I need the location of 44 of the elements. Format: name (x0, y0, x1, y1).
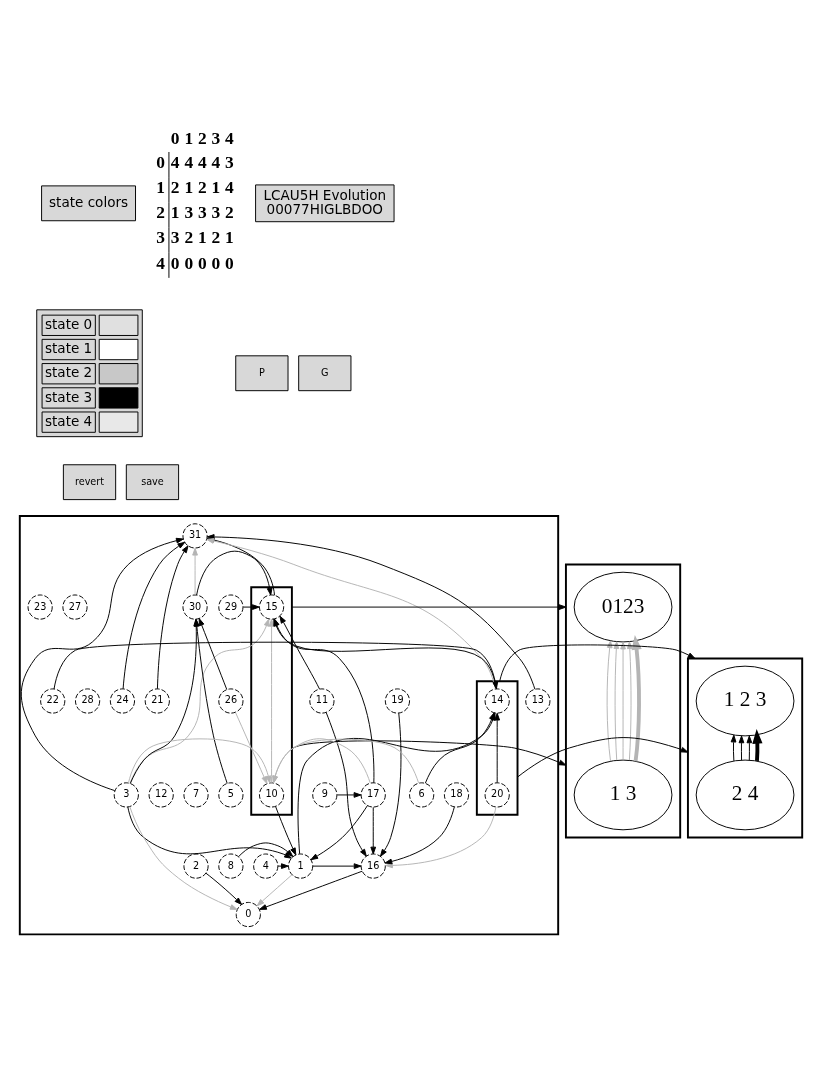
label: 2 (211, 226, 221, 247)
label: P (258, 366, 265, 378)
label: 1 (225, 226, 234, 247)
label: 4 (156, 252, 166, 273)
legend-label: state 2 (44, 363, 93, 380)
label: 0 (170, 127, 180, 148)
label: 1 (211, 176, 221, 197)
label: 3 (156, 226, 166, 247)
label: 1 (197, 226, 207, 247)
label: 1 (156, 176, 166, 197)
label: 3 (211, 201, 221, 222)
label: 0 (225, 252, 234, 273)
label: 1 (184, 127, 194, 148)
label: 4 (225, 176, 234, 197)
label: revert (74, 475, 105, 487)
label: 0 (156, 151, 166, 172)
label: 4 (184, 151, 194, 172)
label: 2 (170, 176, 180, 197)
label: 0 (197, 252, 207, 273)
label: 3 (211, 127, 221, 148)
label: 1 (170, 201, 180, 222)
label: 2 (225, 201, 234, 222)
label: G (321, 366, 329, 378)
label: 0 (211, 252, 221, 273)
legend-label: state 3 (44, 388, 93, 405)
legend-label: state 0 (44, 315, 93, 332)
label: 2 (197, 176, 207, 197)
label: save (141, 475, 164, 487)
label: 3 (170, 226, 180, 247)
label: 0 (184, 252, 194, 273)
label: 2 (197, 127, 207, 148)
label: 4 (170, 151, 180, 172)
label: 4 (197, 151, 207, 172)
label: 2 (184, 226, 194, 247)
label: 3 (225, 151, 234, 172)
label: 4 (225, 127, 234, 148)
label: 0 (170, 252, 180, 273)
label: 3 (197, 201, 207, 222)
label: 4 (211, 151, 221, 172)
legend-label: state 4 (44, 412, 93, 429)
label: 2 (156, 201, 166, 222)
label: 1 (184, 176, 194, 197)
label: 3 (184, 201, 194, 222)
legend-label: state 1 (44, 339, 93, 356)
